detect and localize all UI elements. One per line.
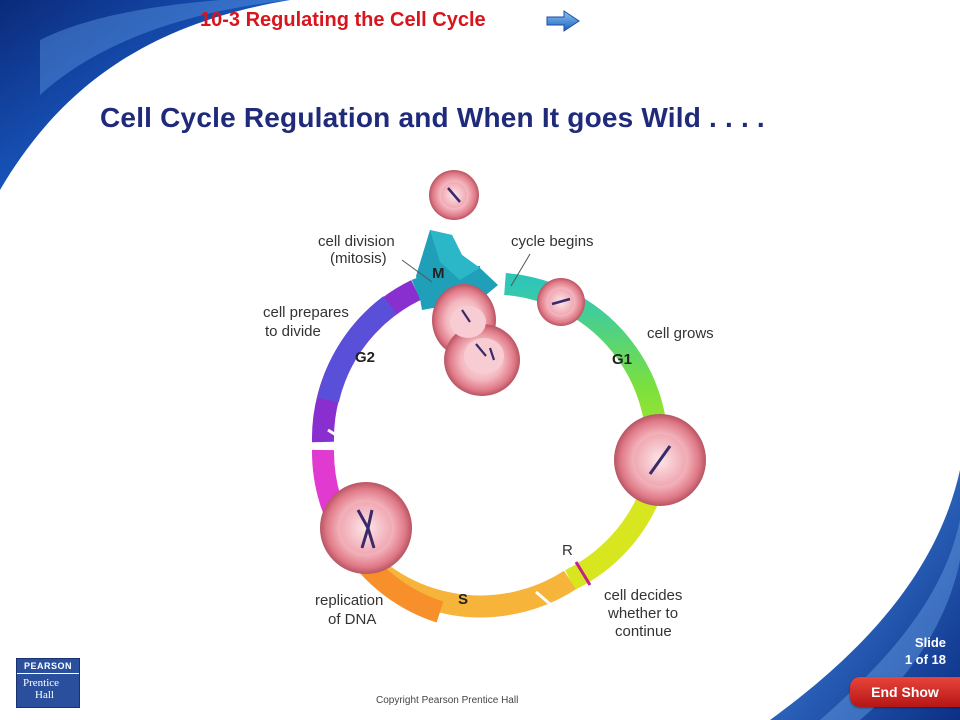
restriction-point-mark [574, 561, 592, 586]
m-phase-notch-shade [430, 230, 480, 280]
slide-number-label: Slide [914, 635, 946, 650]
label-cell-decides: cell decides [604, 587, 682, 604]
cell-s [320, 482, 412, 574]
g1-late-segment [564, 485, 663, 590]
label-cell-division: cell division [318, 233, 395, 250]
leader-cycle-begins [510, 253, 531, 287]
logo-line2: Hall [35, 689, 54, 701]
slide-number: Slide 1 of 18 [905, 634, 946, 668]
cell-cycle-diagram: cell division (mitosis) cycle begins cel… [263, 170, 714, 640]
phase-m-label: M [432, 265, 445, 282]
label-of-dna: of DNA [328, 611, 376, 628]
copyright-text: Copyright Pearson Prentice Hall [376, 695, 519, 706]
top-left-swoosh-highlight [40, 0, 290, 95]
label-mitosis: (mitosis) [330, 250, 387, 267]
g2-mid-segment [317, 296, 397, 403]
cell-dividing [432, 284, 520, 396]
label-cycle-begins: cycle begins [511, 233, 594, 250]
bottom-right-swoosh [770, 470, 960, 720]
label-cell-grows: cell grows [647, 325, 714, 342]
pearson-prentice-hall-logo: PEARSON Prentice Hall [16, 658, 80, 708]
end-show-button[interactable]: End Show [850, 677, 960, 707]
logo-top-text: PEARSON [17, 659, 79, 674]
label-continue: continue [615, 623, 672, 640]
phase-s-label: S [458, 591, 468, 608]
label-cell-prepares: cell prepares [263, 304, 349, 321]
label-replication: replication [315, 592, 383, 609]
slide-number-value: 1 of 18 [904, 652, 946, 667]
top-left-swoosh [0, 0, 290, 190]
phase-g1-label: G1 [612, 351, 632, 368]
phase-g2-label: G2 [355, 349, 375, 366]
next-slide-arrow-icon[interactable] [546, 10, 580, 32]
section-title: 10-3 Regulating the Cell Cycle [200, 9, 486, 31]
cell-g1-large [614, 414, 706, 506]
logo-line1: Prentice [23, 677, 60, 689]
label-restriction-point: R [562, 542, 573, 559]
label-whether-to: whether to [607, 605, 678, 622]
label-to-divide: to divide [265, 323, 321, 340]
cell-top [429, 170, 479, 220]
leader-cell-division [401, 259, 433, 283]
slide-title: Cell Cycle Regulation and When It goes W… [100, 102, 765, 133]
cell-g1-small [537, 278, 585, 326]
